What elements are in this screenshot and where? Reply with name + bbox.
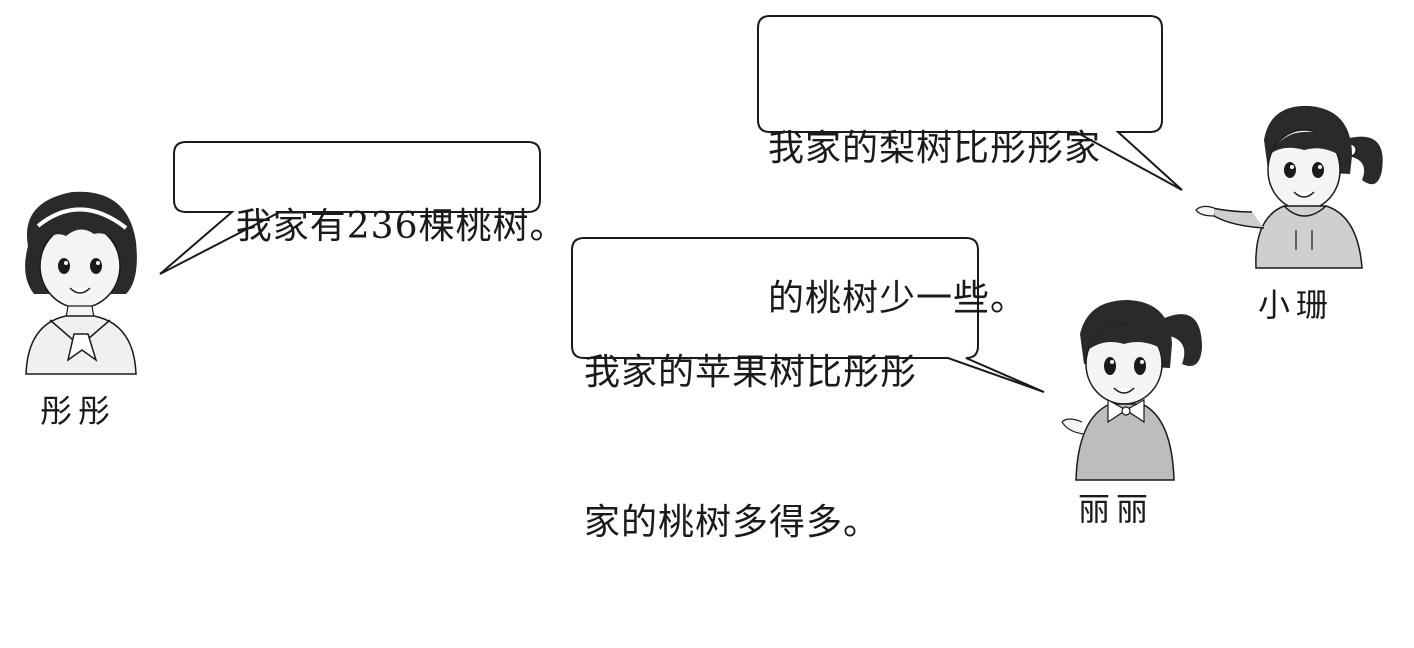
speech-line-xiaoshan-1: 我家的梨树比彤彤家: [768, 128, 1102, 169]
name-label-lili: 丽丽: [1078, 490, 1155, 528]
speech-bubble-tongtong: [159, 141, 541, 275]
speech-bubble-xiaoshan: [757, 15, 1183, 191]
name-label-tongtong: 彤彤: [40, 392, 117, 430]
speech-line-lili-2: 家的桃树多得多。: [584, 502, 881, 543]
speech-line-tongtong-1: 我家有236棵桃树。: [235, 206, 567, 247]
speech-text-lili: 我家的苹果树比彤彤 家的桃树多得多。: [584, 248, 917, 648]
girl-tongtong-figure: [25, 191, 137, 375]
speech-line-lili-1: 我家的苹果树比彤彤: [584, 352, 918, 393]
speech-text-xiaoshan: 我家的梨树比彤彤家 的桃树少一些。: [768, 24, 1101, 424]
girl-xiaoshan-figure: [1195, 105, 1383, 269]
illustration-scene: 我家有236棵桃树。 我家的梨树比彤彤家 的桃树少一些。 我家的苹果树比彤彤 家…: [25, 15, 1383, 543]
speech-text-tongtong: 我家有236棵桃树。: [186, 152, 567, 302]
speech-bubble-lili: [571, 237, 1045, 393]
speech-bubbles: [159, 15, 1183, 393]
girl-lili-figure: [1061, 300, 1202, 481]
name-label-xiaoshan: 小珊: [1258, 286, 1335, 324]
speech-line-xiaoshan-2: 的桃树少一些。: [768, 278, 1028, 319]
